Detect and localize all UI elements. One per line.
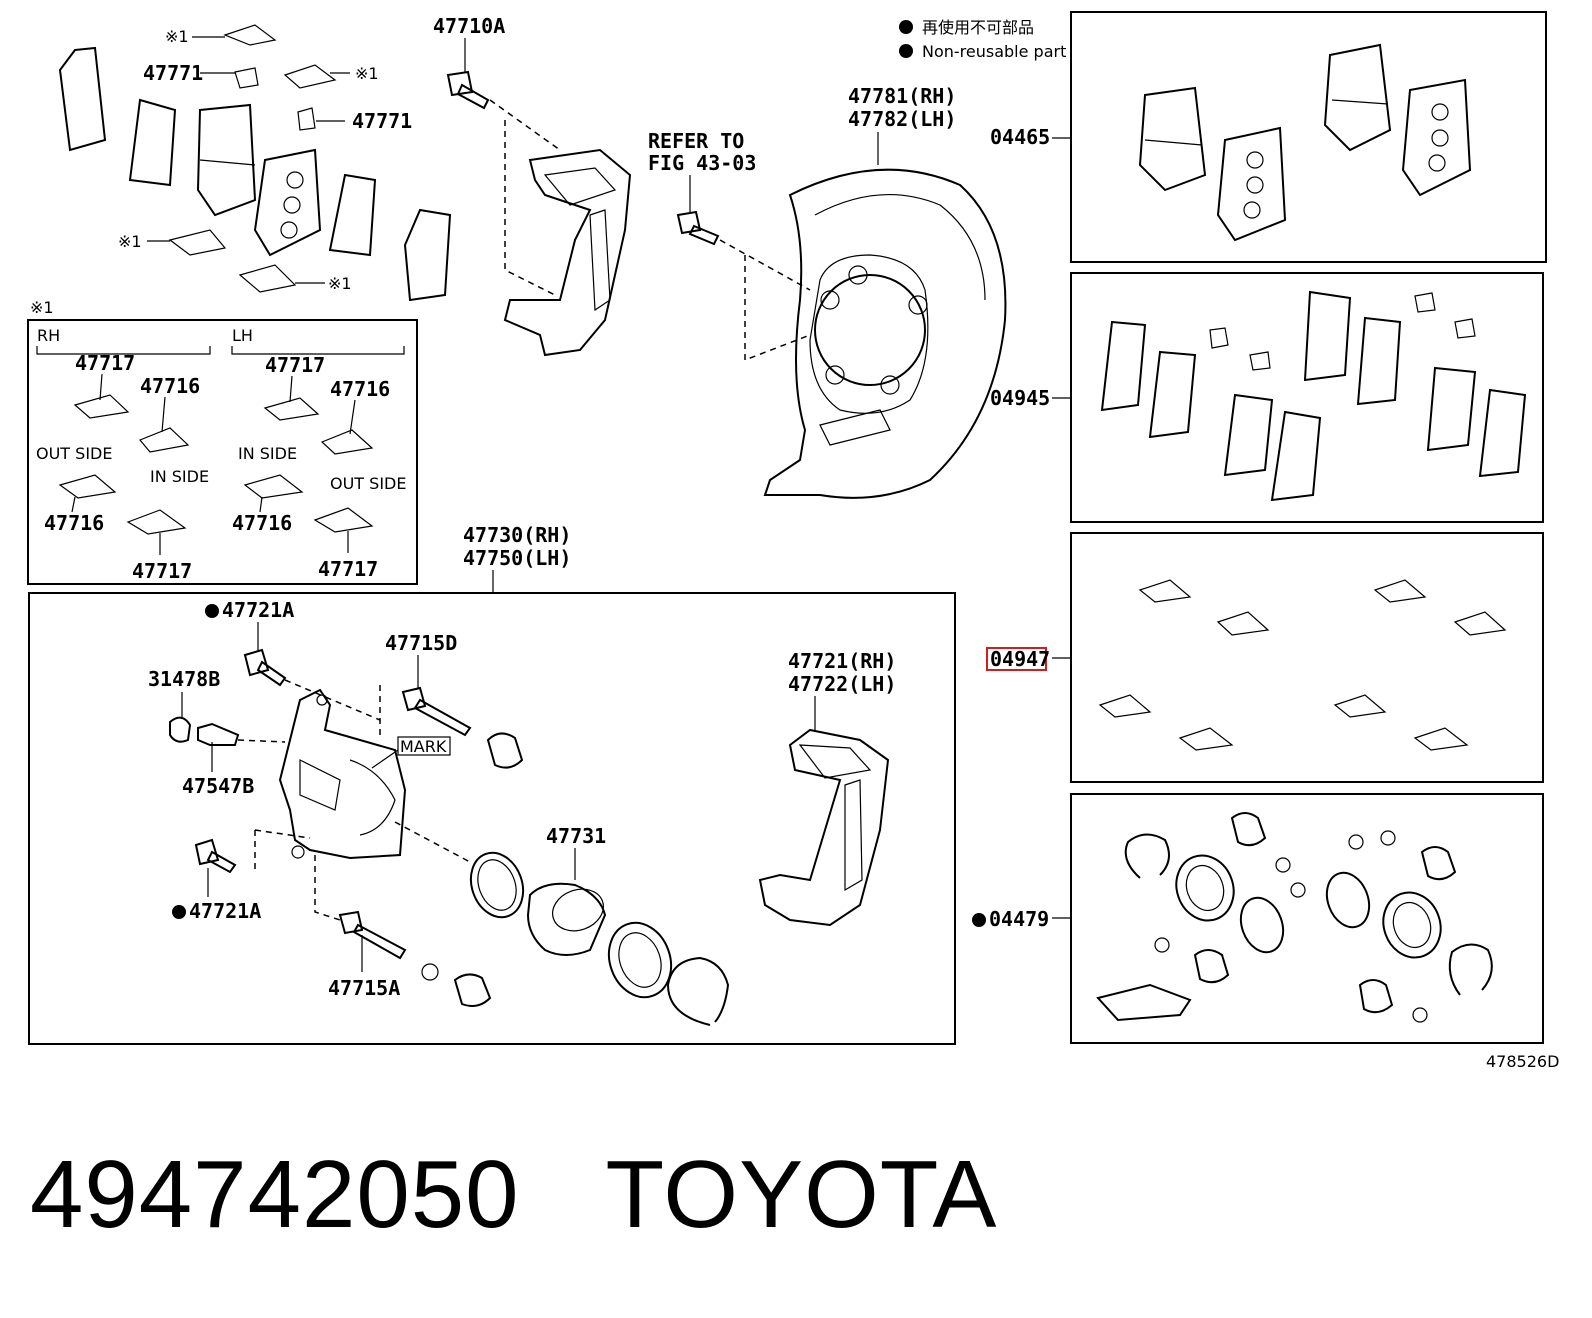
part-label-47721A: 47721A	[189, 899, 261, 923]
inset-47717: 47717	[265, 353, 325, 377]
inset-lh: LH	[232, 326, 253, 345]
disc-brake-cylinder	[278, 688, 407, 860]
kit-frame-04479	[1070, 793, 1544, 1044]
part-label-47731: 47731	[546, 824, 606, 848]
pad-support-plate	[168, 229, 227, 256]
parts-diagram: 再使用不可部品 Non-reusable part ※1 47771 ※1 47…	[27, 11, 1559, 1071]
part-label-47781: 47781(RH)	[848, 84, 956, 108]
piston-seal	[469, 851, 525, 919]
legend: 再使用不可部品 Non-reusable part	[899, 18, 1066, 61]
part-label-47730: 47730(RH)	[463, 523, 571, 547]
part-label-47771: 47771	[143, 61, 203, 85]
kit-label-04945[interactable]: 04945	[990, 386, 1050, 410]
pad-wear-indicator	[297, 107, 316, 131]
inset-frame	[27, 319, 418, 585]
anti-squeal-shim	[328, 173, 377, 257]
disc-brake-dust-cover: 47781(RH) 47782(LH)	[763, 84, 1007, 499]
asterisk-note: ※1	[118, 232, 142, 251]
legend-en: Non-reusable part	[922, 42, 1066, 61]
asterisk-note: ※1	[328, 274, 352, 293]
kit-highlight-04947	[986, 647, 1047, 671]
kit-frame-04947	[1070, 532, 1544, 783]
inset-47716: 47716	[232, 511, 292, 535]
part-label-47715D: 47715D	[385, 631, 457, 655]
figure-code: 478526D	[1486, 1052, 1559, 1071]
inset-47716: 47716	[44, 511, 104, 535]
brand-name: TOYOTA	[605, 1141, 998, 1248]
non-reusable-marker	[205, 604, 219, 618]
kit-panels: 04465 04945 04947	[972, 11, 1547, 1044]
mark-label: MARK	[400, 737, 447, 756]
caliper-assembly-frame	[28, 592, 956, 1045]
part-label-47722: 47722(LH)	[788, 672, 896, 696]
mark-label-box	[397, 736, 451, 756]
kit-frame-04465	[1070, 11, 1547, 263]
inset-in-side: IN SIDE	[238, 444, 297, 463]
disc-brake-cylinder-mounting	[503, 148, 632, 357]
caliper-assembly: 47730(RH) 47750(LH) 47721A 47715D 31478B…	[28, 523, 956, 1045]
mounting-bracket-group: 47710A REFER TO FIG 43-03	[433, 14, 811, 362]
part-label-47547B: 47547B	[182, 774, 254, 798]
part-label-47710A: 47710A	[433, 14, 505, 38]
shim-inset: ※1 RH LH 47717 47716 47717 47716 OUT SID…	[27, 298, 418, 585]
pad-support-plate	[223, 24, 277, 46]
anti-squeal-shim	[128, 98, 177, 187]
part-label-47721: 47721(RH)	[788, 649, 896, 673]
disc-brake-cylinder-mounting	[758, 728, 890, 927]
pad-support-plate	[283, 64, 337, 89]
inset-out-side: OUT SIDE	[36, 444, 112, 463]
brake-pad	[196, 103, 257, 217]
cylinder-boot	[607, 921, 673, 999]
inset-47717: 47717	[75, 351, 135, 375]
cylinder-slide-bush-boot	[486, 732, 524, 769]
brake-pad	[253, 148, 322, 257]
disc-brake-piston	[526, 882, 607, 956]
anti-squeal-shim	[58, 46, 107, 152]
kit-label-04947[interactable]: 04947	[990, 647, 1050, 671]
inset-47716: 47716	[140, 374, 200, 398]
fig-ref-line2: FIG 43-03	[648, 151, 756, 175]
inset-out-side: OUT SIDE	[330, 474, 406, 493]
inset-rh: RH	[37, 326, 60, 345]
kit-label-04479[interactable]: 04479	[989, 907, 1049, 931]
fig-ref-line1: REFER TO	[648, 129, 744, 153]
inset-47716: 47716	[330, 377, 390, 401]
pad-cluster: ※1 47771 ※1 47771 ※1 ※1	[58, 24, 452, 302]
part-label-31478B: 31478B	[148, 667, 220, 691]
part-label-47771: 47771	[352, 109, 412, 133]
cylinder-boot-set-ring	[666, 956, 730, 1026]
kit-label-04465[interactable]: 04465	[990, 125, 1050, 149]
part-label-47715A: 47715A	[328, 976, 400, 1000]
legend-jp: 再使用不可部品	[922, 18, 1034, 37]
asterisk-note: ※1	[355, 64, 379, 83]
anti-squeal-shim	[403, 208, 452, 302]
inset-47717: 47717	[132, 559, 192, 583]
asterisk-note: ※1	[30, 298, 54, 317]
pad-support-plate	[238, 264, 297, 293]
part-number: 494742050	[30, 1141, 520, 1248]
pad-wear-indicator	[234, 67, 259, 89]
part-label-47782: 47782(LH)	[848, 107, 956, 131]
part-label-47721A: 47721A	[222, 598, 294, 622]
non-reusable-marker	[172, 905, 186, 919]
cylinder-slide-bush-boot	[453, 973, 492, 1007]
part-footer: 494742050 TOYOTA	[30, 1140, 997, 1250]
inset-47717: 47717	[318, 557, 378, 581]
asterisk-note: ※1	[165, 27, 189, 46]
inset-in-side: IN SIDE	[150, 467, 209, 486]
kit-frame-04945	[1070, 272, 1544, 523]
part-label-47750: 47750(LH)	[463, 546, 571, 570]
non-reusable-marker	[972, 913, 986, 927]
